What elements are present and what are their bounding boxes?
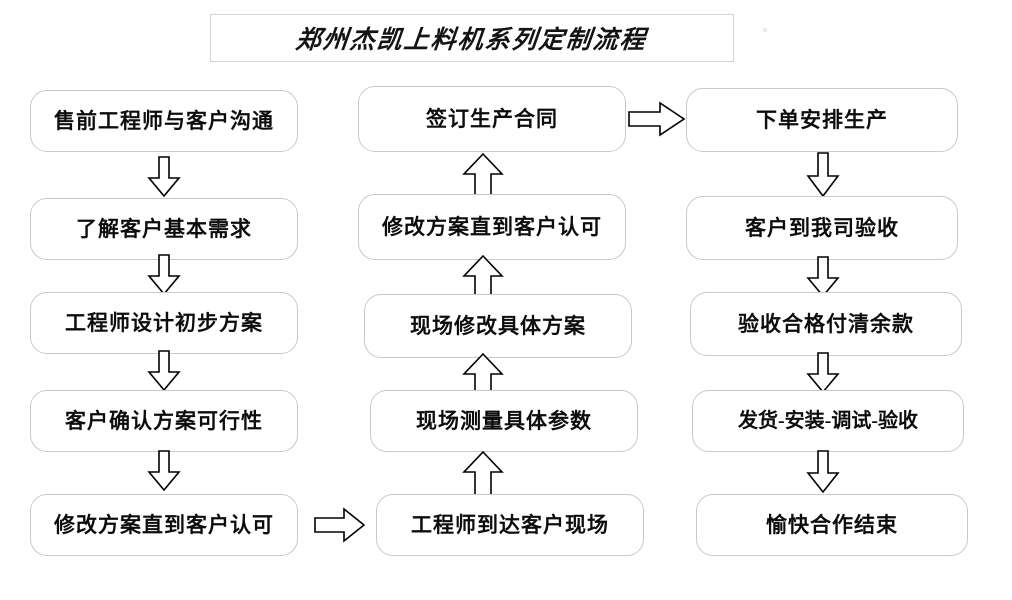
arrow-down-left-1 <box>146 156 182 198</box>
arrow-up-middle-4 <box>461 450 505 498</box>
node-middle-5[interactable]: 工程师到达客户现场 <box>376 494 644 556</box>
node-left-5-label: 修改方案直到客户认可 <box>54 512 274 537</box>
arrow-down-left-2 <box>146 254 182 296</box>
node-left-1[interactable]: 售前工程师与客户沟通 <box>30 90 298 152</box>
arrow-right-middle-to-right <box>628 101 686 137</box>
node-middle-3-label: 现场修改具体方案 <box>410 313 586 338</box>
arrow-down-right-1 <box>805 152 841 198</box>
node-left-4-label: 客户确认方案可行性 <box>65 408 263 433</box>
arrow-down-left-3 <box>146 350 182 392</box>
node-left-2[interactable]: 了解客户基本需求 <box>30 198 298 260</box>
node-left-3-label: 工程师设计初步方案 <box>65 310 263 335</box>
artifact-speck <box>763 28 767 32</box>
arrow-down-right-2 <box>805 256 841 298</box>
node-middle-4[interactable]: 现场测量具体参数 <box>370 390 638 452</box>
node-middle-3[interactable]: 现场修改具体方案 <box>364 294 632 358</box>
node-right-2[interactable]: 客户到我司验收 <box>686 196 958 260</box>
node-middle-2-label: 修改方案直到客户认可 <box>382 214 602 239</box>
node-middle-1-label: 签订生产合同 <box>426 106 558 131</box>
node-left-4[interactable]: 客户确认方案可行性 <box>30 390 298 452</box>
node-right-5-label: 愉快合作结束 <box>766 512 898 537</box>
arrow-down-right-4 <box>805 450 841 494</box>
node-right-5[interactable]: 愉快合作结束 <box>696 494 968 556</box>
chart-title-text: 郑州杰凯上料机系列定制流程 <box>294 27 649 54</box>
node-right-1[interactable]: 下单安排生产 <box>686 88 958 152</box>
node-right-2-label: 客户到我司验收 <box>745 215 899 240</box>
node-right-3[interactable]: 验收合格付清余款 <box>690 292 962 356</box>
node-middle-4-label: 现场测量具体参数 <box>416 408 592 433</box>
node-right-4[interactable]: 发货-安装-调试-验收 <box>692 390 964 452</box>
node-right-3-label: 验收合格付清余款 <box>738 311 914 336</box>
node-middle-5-label: 工程师到达客户现场 <box>411 512 609 537</box>
arrow-down-right-3 <box>805 352 841 394</box>
node-left-3[interactable]: 工程师设计初步方案 <box>30 292 298 354</box>
node-left-5[interactable]: 修改方案直到客户认可 <box>30 494 298 556</box>
node-middle-2[interactable]: 修改方案直到客户认可 <box>358 194 626 260</box>
arrow-right-left-to-middle <box>314 507 366 543</box>
node-right-1-label: 下单安排生产 <box>756 107 888 132</box>
chart-title-box: 郑州杰凯上料机系列定制流程 <box>210 14 734 62</box>
node-right-4-label: 发货-安装-调试-验收 <box>738 410 918 432</box>
node-middle-1[interactable]: 签订生产合同 <box>358 86 626 152</box>
node-left-1-label: 售前工程师与客户沟通 <box>54 108 274 133</box>
node-left-2-label: 了解客户基本需求 <box>76 216 252 241</box>
arrow-down-left-4 <box>146 450 182 492</box>
